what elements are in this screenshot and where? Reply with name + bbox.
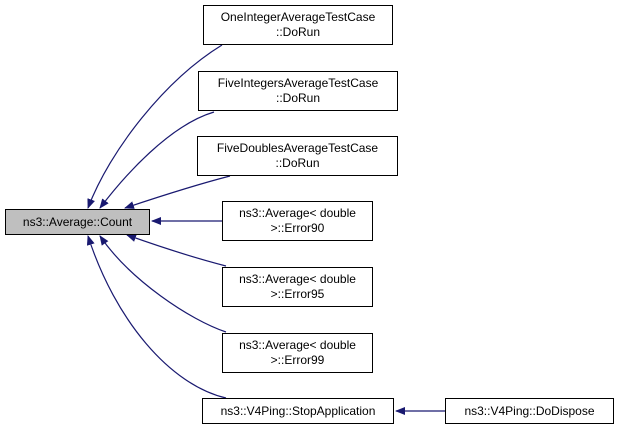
node-label: ns3::V4Ping::DoDispose [464, 403, 595, 418]
node-v4ping-stop-application[interactable]: ns3::V4Ping::StopApplication [202, 398, 394, 424]
node-label-line-1: ns3::Average< double [239, 206, 356, 220]
node-label-line-2: ::DoRun [275, 91, 321, 105]
node-label-line-1: ns3::Average< double [239, 272, 356, 286]
node-label-line-1: FiveIntegersAverageTestCase [217, 76, 379, 90]
node-five-doubles-average-test-case-dorun[interactable]: FiveDoublesAverageTestCase ::DoRun [197, 136, 398, 176]
edge-error99-to-count [99, 235, 227, 333]
node-label-line-1: OneIntegerAverageTestCase [220, 10, 376, 24]
node-label-line-2: >::Error90 [270, 221, 325, 235]
node-label-line-2: ::DoRun [275, 156, 320, 170]
node-label: ns3::Average::Count [22, 214, 133, 229]
node-v4ping-do-dispose[interactable]: ns3::V4Ping::DoDispose [445, 398, 614, 424]
node-label-line-1: ns3::Average< double [239, 338, 356, 352]
node-label-line-2: ::DoRun [275, 25, 321, 39]
node-label: ns3::V4Ping::StopApplication [220, 403, 376, 418]
edge-stop-application-to-count [86, 235, 227, 399]
node-count: ns3::Average::Count [5, 209, 150, 235]
node-label-line-2: >::Error95 [270, 287, 325, 301]
node-average-error99[interactable]: ns3::Average< double >::Error99 [222, 333, 373, 373]
edge-five-doubles-to-count [124, 175, 231, 209]
node-average-error95[interactable]: ns3::Average< double >::Error95 [222, 267, 373, 307]
node-average-error90[interactable]: ns3::Average< double >::Error90 [222, 201, 373, 241]
node-one-integer-average-test-case-dorun[interactable]: OneIntegerAverageTestCase ::DoRun [203, 5, 393, 45]
edge-error95-to-count [126, 234, 227, 267]
node-label-line-2: >::Error99 [270, 353, 325, 367]
node-five-integers-average-test-case-dorun[interactable]: FiveIntegersAverageTestCase ::DoRun [198, 71, 398, 111]
edge-five-integers-to-count [99, 111, 215, 209]
edge-one-integer-to-count [87, 44, 223, 209]
node-label-line-1: FiveDoublesAverageTestCase [216, 141, 379, 155]
